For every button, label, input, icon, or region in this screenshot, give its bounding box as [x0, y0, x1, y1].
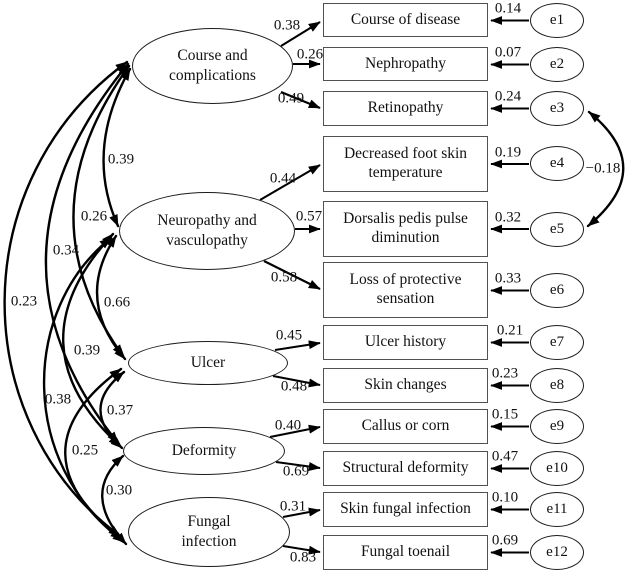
indicator-box-callus-or-corn: Callus or corn	[323, 409, 488, 444]
error-value-label: 0.19	[494, 144, 522, 161]
correlation-label: 0.39	[107, 151, 135, 168]
error-arrows	[490, 16, 529, 557]
latent-ellipse-fungal-infection: Fungal infection	[128, 497, 290, 567]
loading-label: 0.45	[275, 327, 303, 344]
loading-label: 0.44	[269, 170, 297, 187]
error-value-label: 0.24	[494, 88, 522, 105]
indicator-box-decreased-foot-skin-temperature: Decreased foot skin temperature	[323, 136, 488, 192]
latent-ellipse-course-and-complications: Course and complications	[132, 28, 293, 104]
error-value-label: 0.69	[491, 532, 519, 549]
loading-label: 0.38	[273, 17, 301, 34]
error-ellipse-e5: e5	[530, 212, 584, 247]
correlation-label: 0.34	[52, 242, 80, 259]
latent-label-line: Neuropathy and	[157, 211, 257, 229]
correlation-label: 0.26	[80, 208, 108, 225]
indicator-box-skin-changes: Skin changes	[323, 368, 488, 403]
error-ellipse-e11: e11	[530, 492, 584, 527]
correlation-curves	[3, 60, 132, 546]
error-value-label: 0.15	[491, 406, 519, 423]
indicator-box-course-of-disease: Course of disease	[323, 3, 488, 37]
correlation-label: 0.30	[105, 482, 133, 499]
latent-label-line: Course and	[177, 46, 248, 64]
error-ellipse-e8: e8	[530, 368, 584, 403]
factor-loading-arrows	[259, 21, 321, 555]
loading-label: 0.31	[279, 498, 307, 515]
indicator-box-dorsalis-pedis-pulse-diminution: Dorsalis pedis pulse diminution	[323, 201, 488, 257]
error-ellipse-e10: e10	[530, 451, 584, 486]
error-value-label: 0.32	[494, 209, 522, 226]
indicator-box-ulcer-history: Ulcer history	[323, 325, 488, 360]
loading-label: 0.26	[296, 46, 324, 63]
error-ellipse-e9: e9	[530, 409, 584, 444]
loading-label: 0.57	[295, 208, 323, 225]
correlation-label: 0.38	[44, 391, 72, 408]
correlation-label: 0.23	[10, 293, 38, 310]
indicator-box-structural-deformity: Structural deformity	[323, 451, 488, 486]
error-value-label: 0.47	[491, 448, 519, 465]
latent-ellipse-neuropathy-and-vasculopathy: Neuropathy and vasculopathy	[119, 192, 295, 270]
error-value-label: 0.21	[496, 322, 524, 339]
error-value-label: 0.10	[491, 489, 519, 506]
correlation-label: 0.66	[103, 294, 131, 311]
loading-label: 0.58	[270, 269, 298, 286]
error-ellipse-e6: e6	[530, 273, 584, 308]
correlation-label: 0.37	[106, 402, 134, 419]
error-ellipse-e4: e4	[530, 146, 584, 181]
latent-label-line: Ulcer	[190, 353, 226, 371]
indicator-box-skin-fungal-infection: Skin fungal infection	[323, 492, 488, 527]
loading-label: 0.48	[280, 378, 308, 395]
latent-label-line: Fungal	[187, 512, 231, 530]
indicator-box-fungal-toenail: Fungal toenail	[323, 535, 488, 570]
correlation-label: 0.39	[73, 342, 101, 359]
latent-ellipse-ulcer: Ulcer	[128, 341, 288, 385]
latent-label-line: Deformity	[171, 441, 237, 459]
error-correlation-curve	[586, 110, 625, 228]
error-value-label: 0.07	[494, 44, 522, 61]
error-value-label: 0.33	[494, 270, 522, 287]
latent-label-line: infection	[181, 533, 237, 550]
error-ellipse-e2: e2	[530, 47, 584, 82]
indicator-box-nephropathy: Nephropathy	[323, 47, 488, 81]
indicator-box-loss-of-protective-sensation: Loss of protective sensation	[323, 262, 488, 318]
indicator-box-retinopathy: Retinopathy	[323, 91, 488, 126]
latent-label-line: complications	[169, 67, 256, 84]
correlation-label: 0.25	[71, 442, 99, 459]
latent-ellipse-deformity: Deformity	[123, 427, 285, 475]
error-value-label: 0.23	[491, 365, 519, 382]
error-value-label: 0.14	[494, 0, 522, 17]
loading-label: 0.49	[277, 90, 305, 107]
latent-label-line: vasculopathy	[166, 232, 248, 249]
loading-label: 0.69	[282, 463, 310, 480]
error-ellipse-e12: e12	[530, 535, 584, 570]
error-correlation-label: −0.18	[585, 160, 621, 177]
loading-label: 0.83	[289, 549, 317, 566]
error-ellipse-e3: e3	[530, 91, 584, 126]
error-ellipse-e1: e1	[530, 3, 584, 38]
error-ellipse-e7: e7	[530, 325, 584, 360]
loading-label: 0.40	[274, 417, 302, 434]
